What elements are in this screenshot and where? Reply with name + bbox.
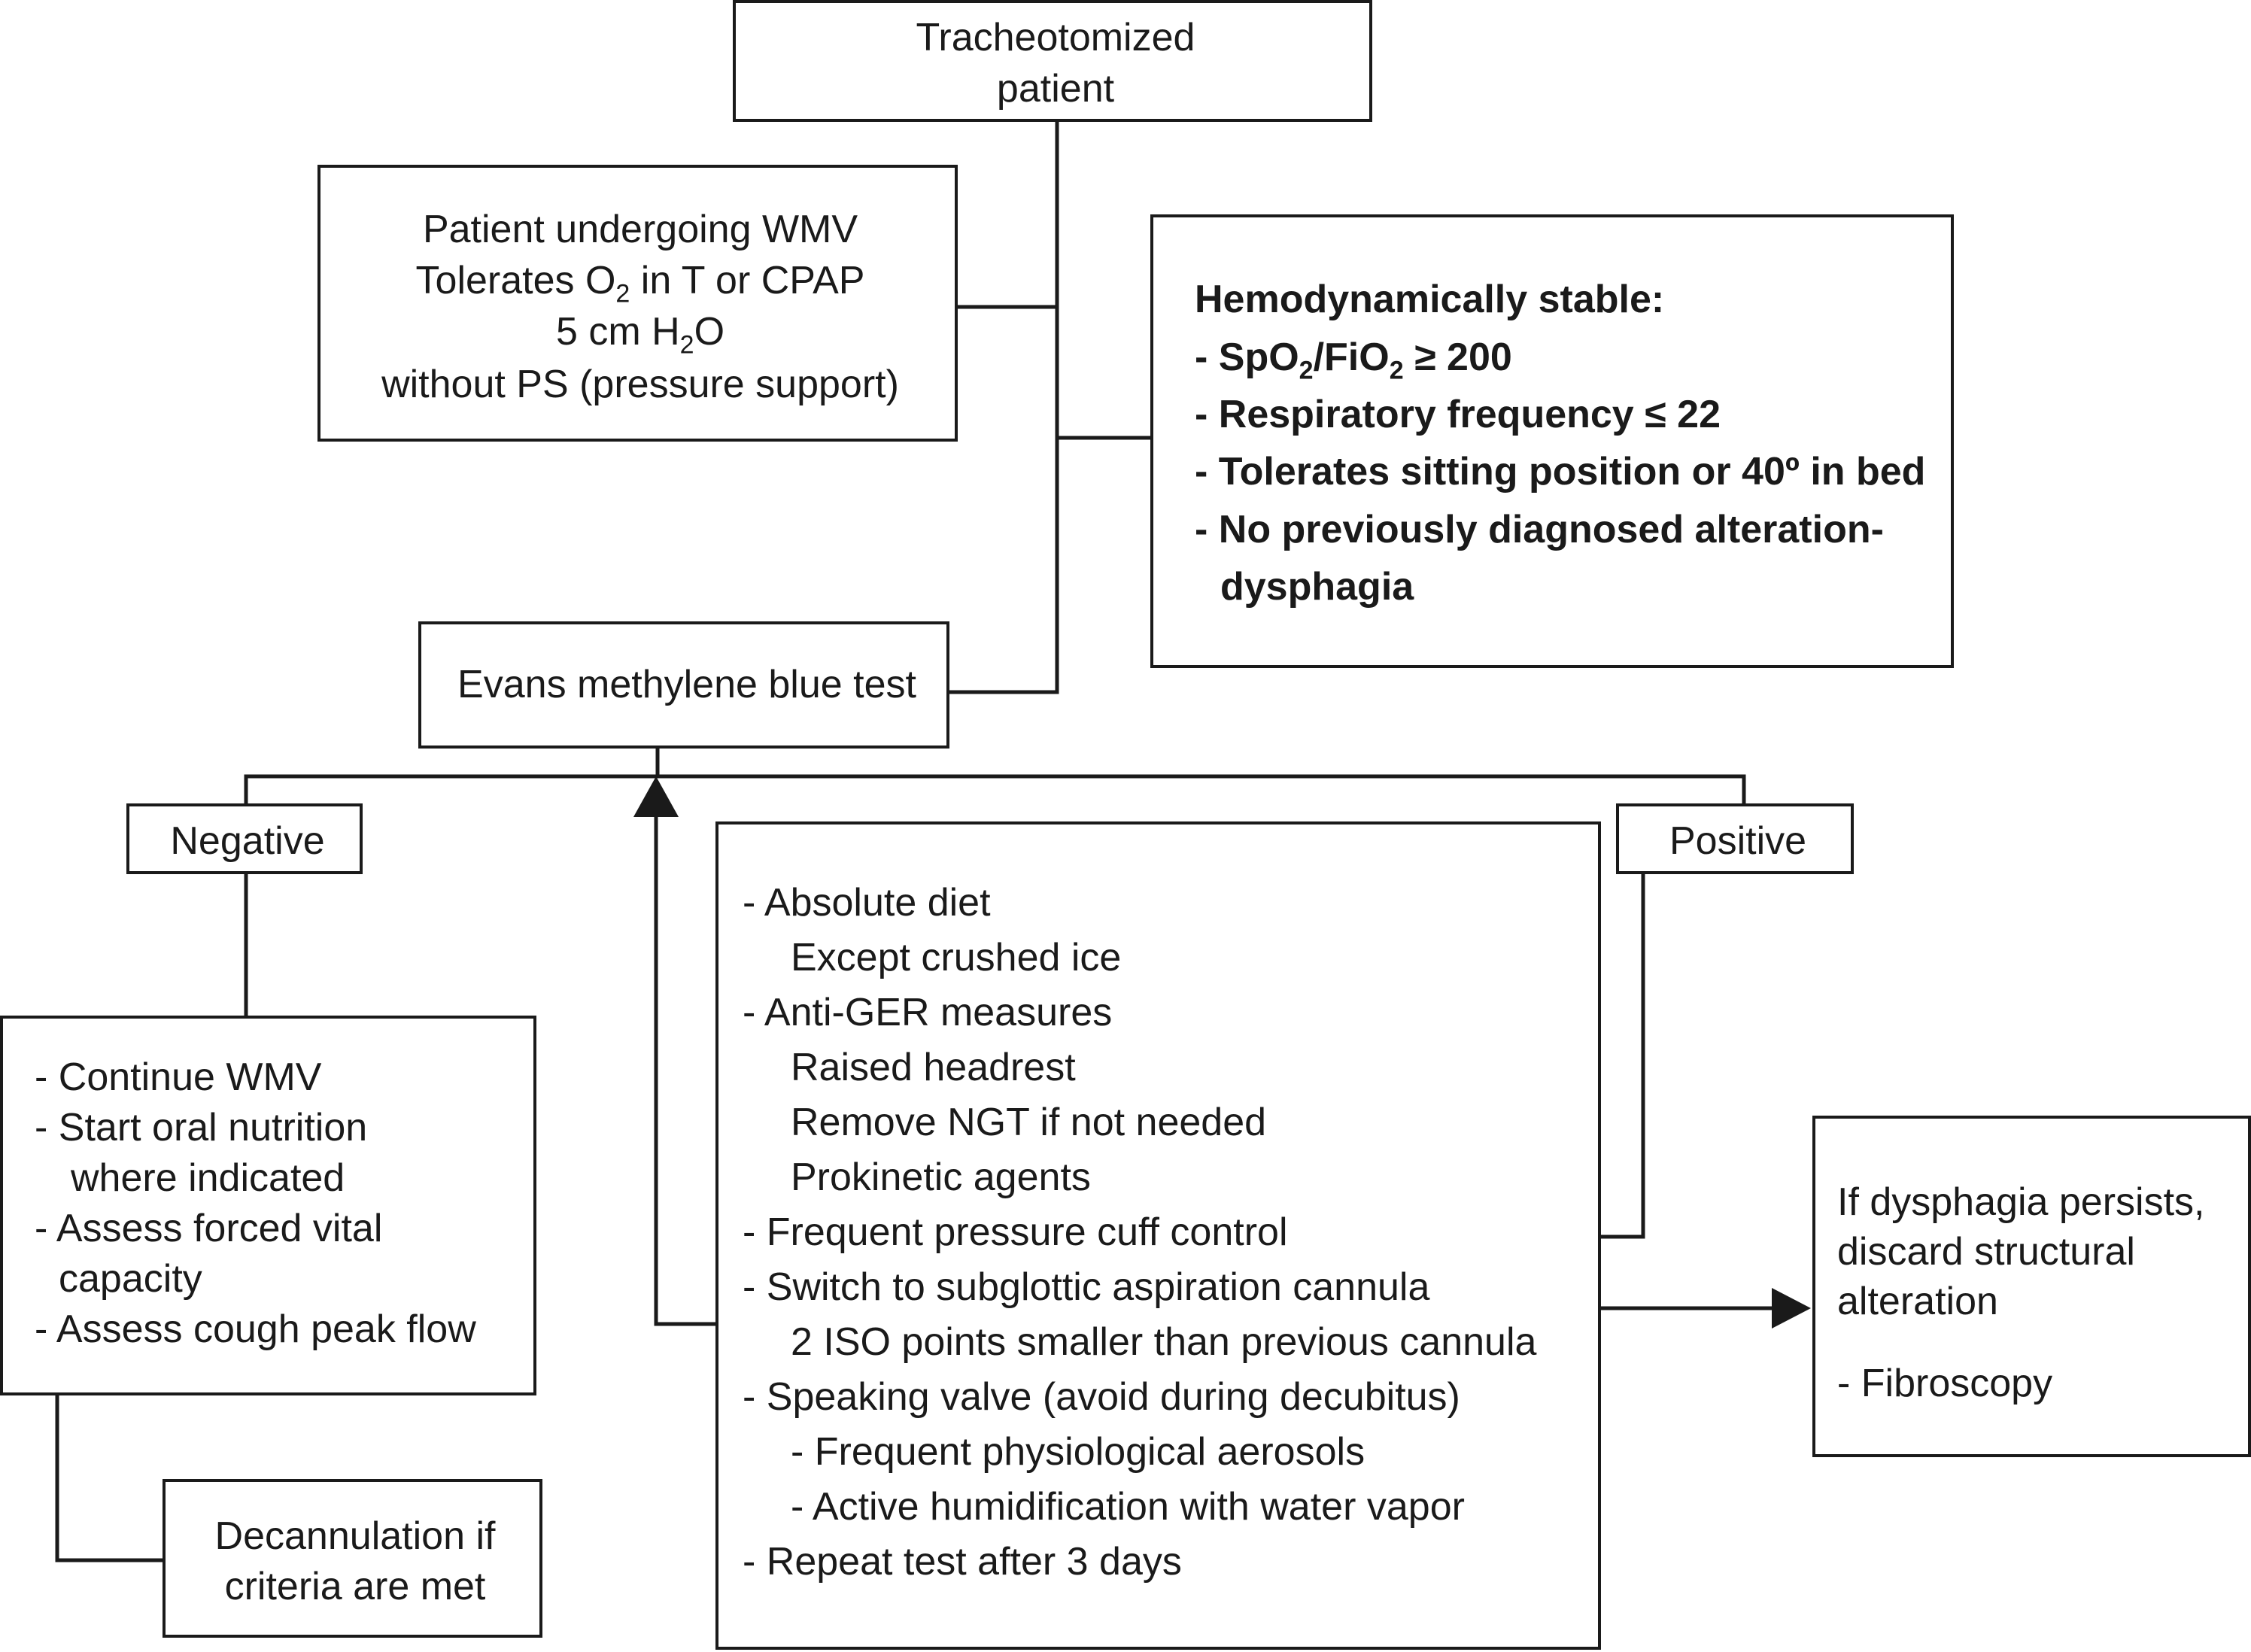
root-line-1: Tracheotomized [916, 16, 1195, 59]
dysphagia-line-1: If dysphagia persists, [1837, 1180, 2205, 1224]
decannulation-line-1: Decannulation if [214, 1514, 496, 1558]
dysphagia-arrowhead [1772, 1288, 1811, 1329]
dysphagia-criterion-line-1: - No previously diagnosed alteration- [1195, 508, 1884, 551]
negative-to-decannulation-line [55, 1393, 165, 1562]
spo2-criterion: - SpO2/FiO2 ≥ 200 [1195, 336, 1512, 385]
hemodynamic-heading: Hemodynamically stable: [1195, 278, 1665, 321]
wmv-criteria-box: Patient undergoing WMV Tolerates O2 in T… [317, 165, 958, 442]
positive-action-line: - Frequent physiological aerosols [791, 1430, 1365, 1474]
test-positive-split-line [655, 774, 1746, 806]
positive-action-line: - Anti-GER measures [743, 991, 1113, 1034]
dysphagia-persists-box: If dysphagia persists, discard structura… [1812, 1116, 2251, 1457]
hemodynamic-criteria-box: Hemodynamically stable: - SpO2/FiO2 ≥ 20… [1150, 214, 1954, 668]
dysphagia-line-3: alteration [1837, 1280, 1998, 1323]
positive-result-box: Positive [1616, 803, 1854, 874]
positive-action-line: Prokinetic agents [791, 1155, 1091, 1199]
evans-test-label: Evans methylene blue test [457, 663, 916, 706]
negative-action-line: - Assess forced vital [35, 1207, 383, 1250]
positive-action-line: - Switch to subglottic aspiration cannul… [743, 1265, 1430, 1309]
negative-label: Negative [170, 819, 325, 863]
dysphagia-line-2: discard structural [1837, 1230, 2135, 1274]
wmv-line-4: without PS (pressure support) [381, 363, 899, 406]
repeat-test-arrowhead [633, 776, 679, 817]
negative-action-line: where indicated [71, 1156, 345, 1200]
repeat-test-return-line [654, 813, 718, 1326]
wmv-line-3: 5 cm H2O [555, 310, 725, 360]
root-trunk-line [947, 120, 1059, 694]
positive-action-line: Except crushed ice [791, 936, 1122, 979]
positive-action-line: 2 ISO points smaller than previous cannu… [791, 1320, 1537, 1364]
wmv-line-2: Tolerates O2 in T or CPAP [415, 259, 865, 308]
fibroscopy-line: - Fibroscopy [1837, 1362, 2053, 1405]
negative-actions-box: - Continue WMV - Start oral nutrition wh… [0, 1016, 536, 1395]
negative-result-box: Negative [126, 803, 363, 874]
respiratory-frequency-criterion: - Respiratory frequency ≤ 22 [1195, 393, 1721, 436]
dysphagia-criterion-line-2: dysphagia [1220, 565, 1414, 609]
tracheotomized-patient-box: Tracheotomized patient [733, 0, 1372, 122]
positive-action-line: - Absolute diet [743, 881, 991, 925]
negative-action-line: - Start oral nutrition [35, 1106, 368, 1149]
positive-branch-line [1599, 872, 1645, 1239]
decannulation-box: Decannulation if criteria are met [163, 1479, 542, 1638]
positive-action-line: - Speaking valve (avoid during decubitus… [743, 1375, 1460, 1419]
decannulation-line-2: criteria are met [224, 1565, 486, 1608]
negative-action-line: - Assess cough peak flow [35, 1307, 476, 1351]
positive-action-line: - Repeat test after 3 days [743, 1540, 1182, 1584]
positive-action-line: Remove NGT if not needed [791, 1101, 1267, 1144]
sitting-position-criterion: - Tolerates sitting position or 40º in b… [1195, 450, 1926, 493]
positive-action-line: Raised headrest [791, 1046, 1076, 1089]
evans-test-box: Evans methylene blue test [418, 621, 949, 749]
positive-action-line: - Active humidification with water vapor [791, 1485, 1465, 1529]
negative-action-line: capacity [59, 1257, 202, 1301]
positive-action-line: - Frequent pressure cuff control [743, 1210, 1288, 1254]
root-line-2: patient [996, 67, 1115, 111]
positive-label: Positive [1669, 819, 1807, 863]
positive-actions-box: - Absolute diet Except crushed ice - Ant… [715, 821, 1601, 1650]
negative-action-line: - Continue WMV [35, 1055, 322, 1099]
test-result-split-line [244, 746, 660, 806]
wmv-line-1: Patient undergoing WMV [422, 208, 858, 251]
